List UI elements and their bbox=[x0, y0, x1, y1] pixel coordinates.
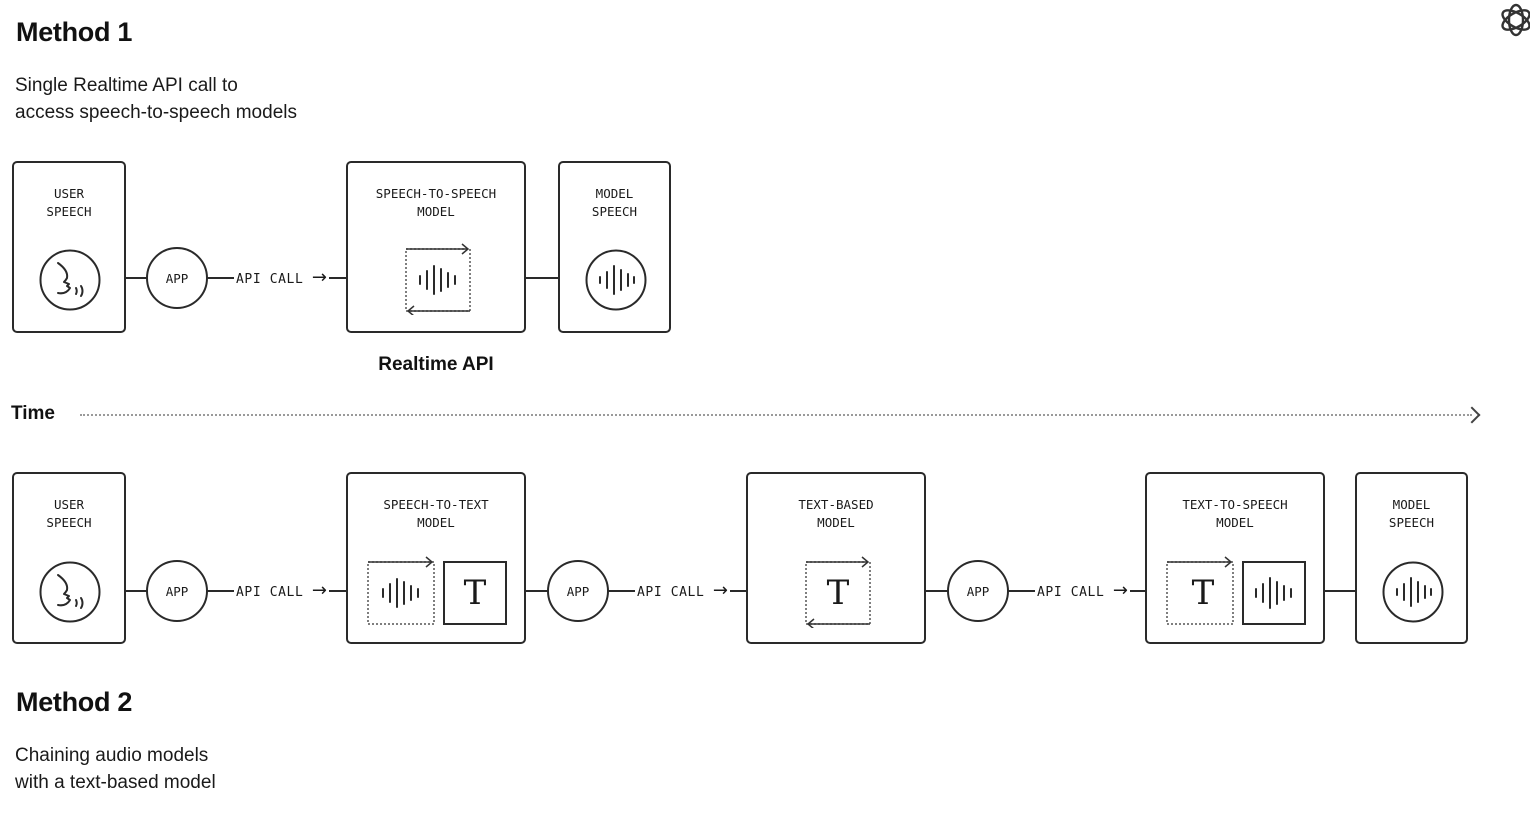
method-2-description: Chaining audio models with a text-based … bbox=[15, 742, 216, 796]
waveform-to-text-icon bbox=[367, 556, 435, 625]
loop-text-icon bbox=[805, 556, 871, 628]
m2-model-speech-label-line-1: MODEL bbox=[1392, 497, 1431, 512]
waveform-icon bbox=[585, 249, 647, 311]
m1-sts-model-label-line-1: SPEECH-TO-SPEECH bbox=[375, 186, 497, 201]
m1-sts-model-box: SPEECH-TO-SPEECH MODEL bbox=[346, 161, 526, 333]
m1-api-call-label: API CALL → bbox=[234, 268, 329, 288]
m2-api-call-text-2: API CALL bbox=[637, 585, 705, 600]
method-1-title: Method 1 bbox=[16, 17, 133, 47]
m2-api-call-label-2: API CALL → bbox=[635, 581, 730, 601]
method-2-description-line-1: Chaining audio models bbox=[15, 745, 209, 766]
speaking-head-icon bbox=[39, 561, 101, 623]
m1-user-speech-label-line-1: USER bbox=[53, 186, 85, 201]
m1-sts-model-label: SPEECH-TO-SPEECH MODEL bbox=[348, 185, 524, 221]
m1-api-call-text: API CALL bbox=[236, 272, 304, 287]
m2-stt-model-label-line-2: MODEL bbox=[417, 515, 455, 530]
m2-output-line bbox=[1324, 590, 1356, 592]
speaking-head-icon bbox=[39, 249, 101, 311]
text-t-glyph: T bbox=[463, 573, 487, 613]
m2-api-call-text-1: API CALL bbox=[236, 585, 304, 600]
arrow-right-icon: → bbox=[712, 580, 728, 601]
method-1-description-line-2: access speech-to-speech models bbox=[15, 102, 297, 123]
timeline-line bbox=[80, 414, 1472, 416]
method-1-description: Single Realtime API call to access speec… bbox=[15, 72, 297, 126]
m2-tts-model-label-line-1: TEXT-TO-SPEECH bbox=[1182, 497, 1288, 512]
m2-user-speech-label-line-1: USER bbox=[53, 497, 85, 512]
m2-text-model-label: TEXT-BASED MODEL bbox=[748, 496, 924, 532]
m2-tts-model-label-line-2: MODEL bbox=[1216, 515, 1254, 530]
arrow-right-icon: → bbox=[1112, 580, 1128, 601]
method-2-description-line-2: with a text-based model bbox=[15, 772, 216, 793]
text-t-glyph: T bbox=[826, 573, 850, 613]
text-to-waveform-icon bbox=[1166, 556, 1234, 625]
m2-text-model-box: TEXT-BASED MODEL T bbox=[746, 472, 926, 644]
m1-model-speech-label: MODEL SPEECH bbox=[560, 185, 669, 221]
m1-output-line bbox=[525, 277, 559, 279]
m2-user-speech-label-line-2: SPEECH bbox=[46, 515, 92, 530]
text-t-icon: T bbox=[443, 561, 507, 625]
m2-app-circle-3: APP bbox=[947, 560, 1009, 622]
m2-app-circle-1: APP bbox=[146, 560, 208, 622]
m2-stt-model-label-line-1: SPEECH-TO-TEXT bbox=[383, 497, 489, 512]
m1-user-speech-label: USER SPEECH bbox=[14, 185, 124, 221]
m2-model-speech-label: MODEL SPEECH bbox=[1357, 496, 1466, 532]
text-t-icon: T bbox=[802, 562, 874, 624]
m2-api-call-label-3: API CALL → bbox=[1035, 581, 1130, 601]
timeline-arrowhead-icon bbox=[1463, 406, 1481, 424]
arrow-right-icon: → bbox=[311, 267, 327, 288]
text-t-icon: T bbox=[1167, 562, 1239, 624]
m2-text-model-label-line-2: MODEL bbox=[817, 515, 855, 530]
m2-stt-model-box: SPEECH-TO-TEXT MODEL T bbox=[346, 472, 526, 644]
m1-app-circle: APP bbox=[146, 247, 208, 309]
m1-model-speech-box: MODEL SPEECH bbox=[558, 161, 671, 333]
m2-model-speech-box: MODEL SPEECH bbox=[1355, 472, 1468, 644]
openai-logo-icon bbox=[1501, 3, 1530, 37]
m2-user-speech-box: USER SPEECH bbox=[12, 472, 126, 644]
waveform-icon bbox=[1242, 561, 1306, 625]
loop-waveform-icon bbox=[405, 243, 471, 315]
m1-model-speech-label-line-2: SPEECH bbox=[591, 204, 638, 219]
m2-user-speech-label: USER SPEECH bbox=[14, 496, 124, 532]
m2-app-circle-2: APP bbox=[547, 560, 609, 622]
m1-user-speech-label-line-2: SPEECH bbox=[46, 204, 92, 219]
m2-text-model-label-line-1: TEXT-BASED bbox=[798, 497, 874, 512]
m1-model-speech-label-line-1: MODEL bbox=[595, 186, 634, 201]
time-label: Time bbox=[11, 403, 56, 424]
text-t-glyph: T bbox=[1191, 573, 1215, 613]
m2-model-speech-label-line-2: SPEECH bbox=[1388, 515, 1435, 530]
arrow-right-icon: → bbox=[311, 580, 327, 601]
m2-tts-model-label: TEXT-TO-SPEECH MODEL bbox=[1147, 496, 1323, 532]
method-2-title: Method 2 bbox=[16, 687, 133, 717]
method-1-description-line-1: Single Realtime API call to bbox=[15, 75, 238, 96]
m2-stt-model-label: SPEECH-TO-TEXT MODEL bbox=[348, 496, 524, 532]
m1-user-speech-box: USER SPEECH bbox=[12, 161, 126, 333]
waveform-icon bbox=[1382, 561, 1444, 623]
m1-sts-model-label-line-2: MODEL bbox=[417, 204, 455, 219]
realtime-api-caption: Realtime API bbox=[378, 354, 494, 375]
waveform-bars-icon bbox=[1255, 577, 1292, 609]
m2-tts-model-box: TEXT-TO-SPEECH MODEL T bbox=[1145, 472, 1325, 644]
m2-api-call-text-3: API CALL bbox=[1037, 585, 1105, 600]
m2-api-call-label-1: API CALL → bbox=[234, 581, 329, 601]
